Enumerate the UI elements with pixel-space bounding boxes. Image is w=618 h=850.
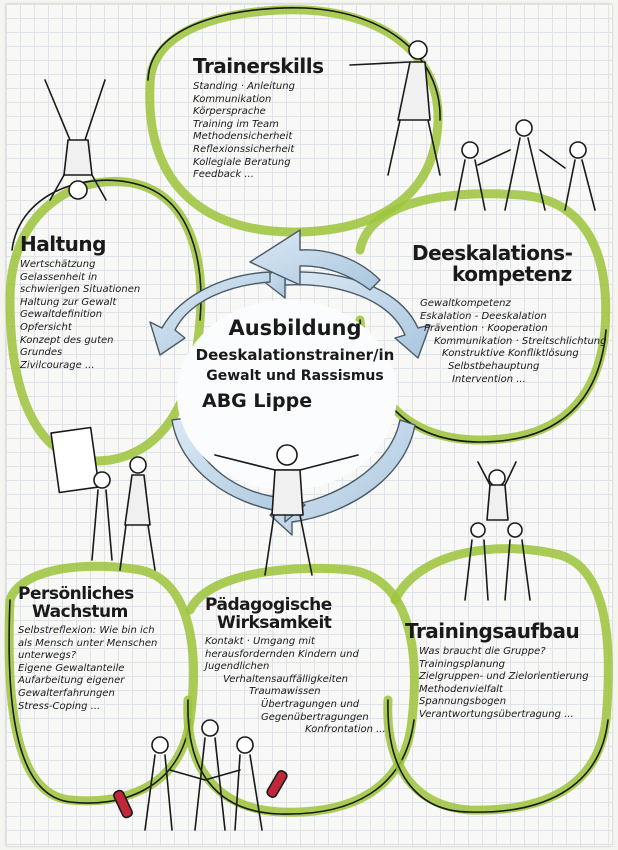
paedagogik-list: Kontakt · Umgang mit herausfordernden Ki… (205, 636, 410, 737)
list-item: Gewaltdefinition (20, 309, 103, 321)
juggler-figure (349, 40, 441, 176)
list-item: Intervention ... (452, 373, 526, 385)
list-item: Aufarbeitung eigener Gewalterfahrungen (18, 675, 125, 699)
center-line-3: Gewalt und Rassismus (206, 368, 384, 384)
deeskalation-title-2: kompetenz (452, 262, 572, 286)
list-item: Reflexionssicherheit (193, 143, 295, 155)
center-title-block: Ausbildung Deeskalationstrainer/in Gewal… (180, 316, 410, 412)
list-item: Konfrontation ... (305, 724, 386, 736)
center-line-1: Ausbildung (228, 316, 362, 340)
list-item: Eigene Gewaltanteile (18, 662, 125, 674)
list-item: Standing · Anleitung (193, 81, 295, 92)
wachstum-list: Selbstreflexion: Wie bin ich als Mensch … (18, 625, 178, 713)
center-line-2: Deeskalationstrainer/in (195, 346, 395, 364)
list-item: Eskalation - Deeskalation (420, 310, 547, 322)
boxing-figures (454, 119, 596, 211)
list-item: Kollegiale Beratung (193, 156, 291, 168)
central-figure-arms-open (214, 444, 359, 576)
wachstum-title-2: Wachstum (32, 602, 128, 622)
list-item: Kommunikation (193, 93, 272, 105)
circle-paedagogik (183, 563, 419, 817)
handshake-figures (113, 719, 288, 831)
list-item: Selbstreflexion: Wie bin ich als Mensch … (18, 625, 158, 662)
section-deeskalation: Deeskalations- kompetenz (412, 241, 573, 286)
list-item: Traumawissen (249, 686, 321, 698)
circle-aufbau (383, 544, 613, 815)
section-trainerskills: Trainerskills Standing · Anleitung Kommu… (193, 56, 324, 182)
human-pyramid-figure (464, 461, 531, 601)
list-item: Körpersprache (193, 106, 266, 118)
section-aufbau: Trainingsaufbau Was braucht die Gruppe? … (405, 621, 589, 722)
aufbau-title: Trainingsaufbau (405, 619, 580, 643)
list-item: Zivilcourage ... (20, 359, 95, 371)
list-item: Trainingsplanung (419, 658, 505, 670)
list-item: Verhaltensauffälligkeiten (223, 673, 349, 685)
list-item: Was braucht die Gruppe? (419, 646, 546, 657)
list-item: Opfersicht (20, 321, 72, 333)
list-item: Kontakt · Umgang mit herausfordernden Ki… (205, 636, 359, 673)
list-item: Training im Team (193, 118, 279, 130)
list-item: Kommunikation · Streitschlichtung (434, 335, 607, 347)
handstand-figure (44, 79, 107, 201)
center-line-4: ABG Lippe (202, 390, 313, 412)
list-item: Prävention · Kooperation (424, 323, 548, 335)
paedagogik-title-2: Wirksamkeit (217, 613, 332, 633)
deeskalation-list: Gewaltkompetenz Eskalation - Deeskalatio… (420, 298, 606, 386)
trainerskills-list: Standing · Anleitung Kommunikation Körpe… (193, 81, 324, 182)
list-item: Methodenvielfalt (419, 683, 503, 695)
list-item: Verantwortungsübertragung ... (419, 708, 574, 720)
haltung-list: Wertschätzung Gelassenheit in schwierige… (20, 259, 188, 372)
painter-figure (50, 426, 156, 571)
list-item: Gelassenheit in schwierigen Situationen (20, 271, 141, 296)
haltung-title: Haltung (20, 232, 106, 256)
section-paedagogik: Pädagogische Wirksamkeit Kontakt · Umgan… (205, 596, 410, 737)
trainerskills-title: Trainerskills (193, 54, 324, 78)
paedagogik-title-1: Pädagogische (205, 595, 332, 615)
list-item: Zielgruppen- und Zielorientierung (419, 671, 589, 683)
section-haltung: Haltung Wertschätzung Gelassenheit in sc… (20, 234, 188, 372)
circle-trainerskills (145, 5, 443, 237)
list-item: Feedback ... (193, 169, 254, 181)
list-item: Gewaltkompetenz (420, 298, 511, 309)
deeskalation-title-1: Deeskalations- (412, 241, 573, 265)
section-wachstum: Persönliches Wachstum Selbstreflexion: W… (18, 585, 178, 713)
list-item: Selbstbehauptung (448, 360, 540, 372)
list-item: Spannungsbogen (419, 696, 507, 708)
list-item: Stress-Coping ... (18, 700, 101, 712)
list-item: Übertragungen und Gegenübertragungen (261, 698, 369, 723)
aufbau-list: Was braucht die Gruppe? Trainingsplanung… (419, 646, 589, 722)
list-item: Konstruktive Konfliktlösung (442, 348, 579, 360)
list-item: Wertschätzung (20, 259, 96, 270)
list-item: Methodensicherheit (193, 131, 293, 143)
wachstum-title-1: Persönliches (18, 584, 134, 604)
list-item: Haltung zur Gewalt (20, 296, 117, 308)
list-item: Konzept des guten Grundes (20, 334, 114, 359)
